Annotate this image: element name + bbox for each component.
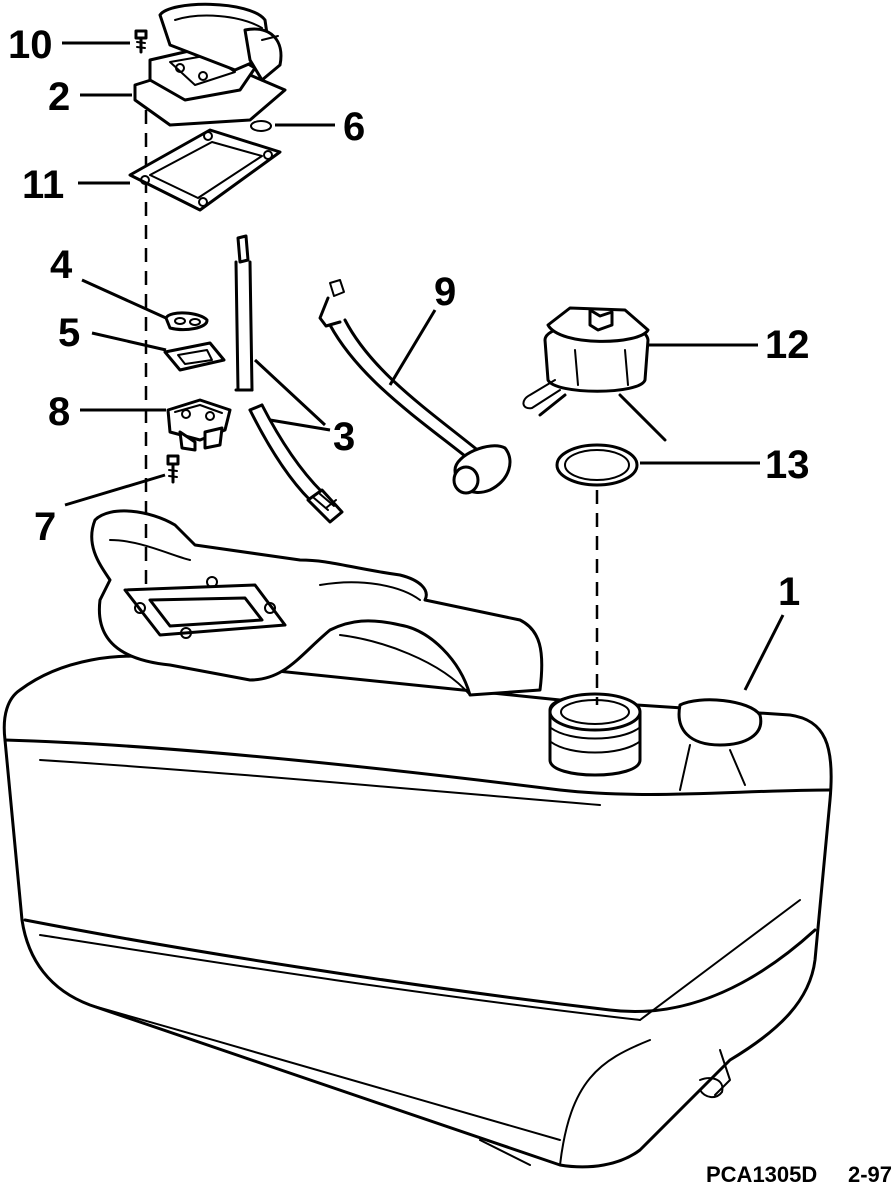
check-valve-8 (166, 398, 232, 452)
leader-3b (269, 418, 331, 432)
screw-7 (166, 454, 180, 484)
seal-ring-13 (555, 443, 639, 487)
callout-6: 6 (343, 105, 365, 149)
callout-12: 12 (765, 323, 810, 367)
callout-11: 11 (22, 163, 64, 207)
leader-7 (64, 473, 166, 507)
leader-9 (388, 309, 437, 386)
filler-cap-12 (522, 306, 667, 442)
callout-13: 13 (765, 443, 810, 487)
gasket-5 (163, 341, 226, 372)
leader-3a (253, 358, 327, 427)
figure-date: 2-97 (848, 1162, 892, 1187)
leader-4 (81, 278, 167, 320)
leader-lines (62, 41, 785, 691)
callout-7: 7 (34, 505, 56, 549)
callout-labels: 10 2 6 11 4 5 8 3 9 12 13 7 1 (8, 23, 810, 614)
callout-9: 9 (434, 270, 456, 314)
pickup-tube-3 (234, 234, 344, 524)
gasket-4 (164, 311, 209, 332)
callout-1: 1 (778, 570, 800, 614)
o-ring-6 (250, 120, 272, 132)
fuel-pickup-connector (133, 2, 287, 127)
callout-5: 5 (58, 311, 80, 355)
figure-code: PCA1305D (706, 1162, 817, 1187)
callout-3: 3 (333, 415, 355, 459)
gasket-11 (128, 128, 282, 212)
callout-8: 8 (48, 390, 70, 434)
callout-10: 10 (8, 23, 53, 67)
callout-4: 4 (50, 243, 73, 287)
fuel-tank (2, 509, 833, 1169)
leader-1 (743, 614, 785, 691)
screw-10 (134, 29, 148, 54)
leader-5 (91, 331, 167, 352)
callout-2: 2 (48, 75, 70, 119)
fuel-gauge-float-9 (318, 279, 512, 495)
